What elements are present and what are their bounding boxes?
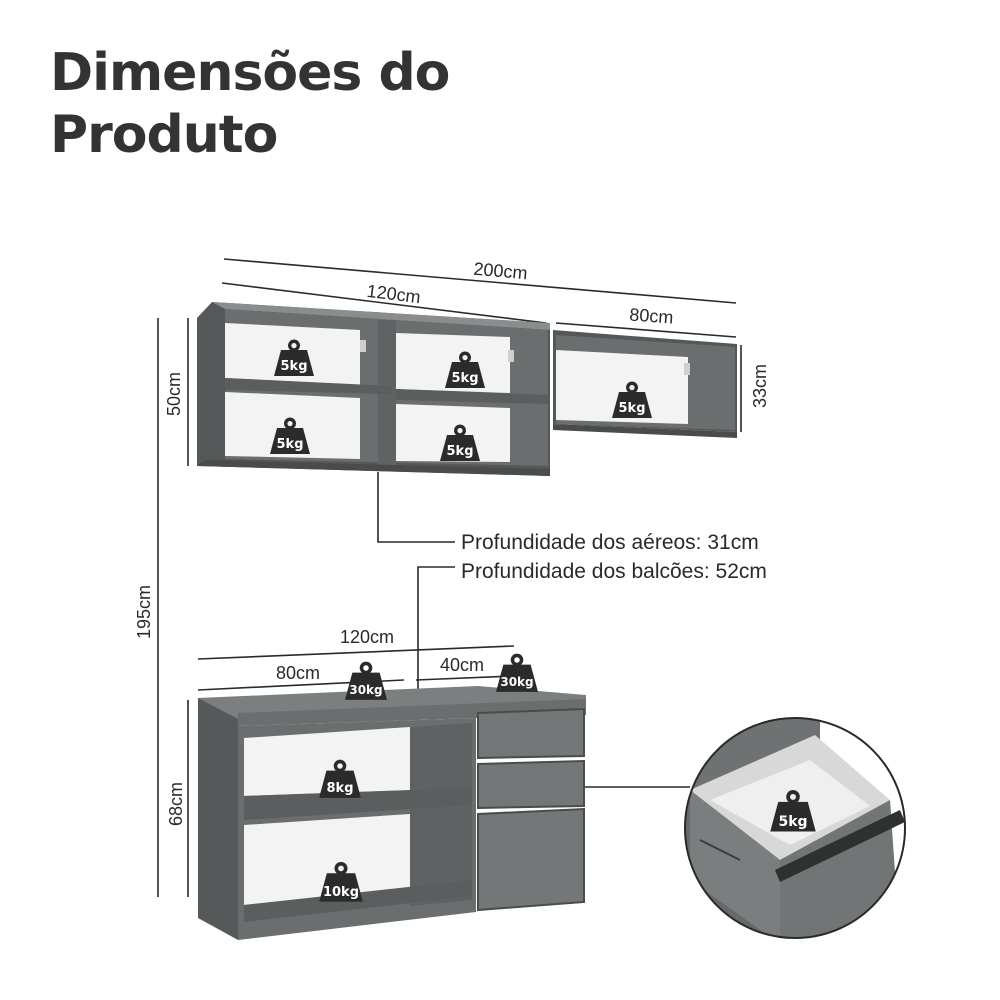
- kettlebell-icon: 5kg: [612, 381, 652, 418]
- base-right-width-line: [415, 675, 515, 681]
- upper-height-label: 50cm: [164, 372, 184, 416]
- upper-right-width-label: 80cm: [629, 305, 674, 328]
- kettlebell-icon: 5kg: [445, 351, 485, 388]
- weight-label: 8kg: [327, 781, 354, 796]
- weight-label: 5kg: [277, 437, 304, 452]
- weight-label: 5kg: [447, 444, 474, 459]
- kettlebell-icon: 10kg: [319, 861, 363, 902]
- kettlebell-icon: 5kg: [770, 789, 816, 832]
- kettlebell-icon: 5kg: [270, 417, 310, 454]
- base-left-width-label: 80cm: [276, 663, 320, 683]
- upper-cabinet-right: [553, 330, 737, 438]
- total-width-line: [223, 258, 737, 304]
- upper-right-height-label: 33cm: [750, 364, 770, 408]
- weight-label: 5kg: [619, 401, 646, 416]
- base-depth-leader: [417, 566, 455, 690]
- base-width-line: [197, 645, 515, 660]
- base-cabinet: [198, 686, 586, 940]
- upper-cabinet-left: [197, 302, 550, 476]
- title-line-1: Dimensões do: [50, 43, 450, 103]
- upper-depth-leader: [377, 472, 455, 543]
- total-width-label: 200cm: [473, 259, 529, 284]
- upper-left-width-line: [221, 282, 547, 324]
- weight-label: 10kg: [323, 885, 359, 900]
- detail-circle: [684, 717, 906, 939]
- title-line-2: Produto: [50, 105, 278, 165]
- base-width-label: 120cm: [340, 627, 394, 647]
- weight-label: 5kg: [452, 371, 479, 386]
- kettlebell-icon: 5kg: [440, 424, 480, 461]
- upper-right-width-line: [555, 322, 737, 338]
- kettlebell-icon: 5kg: [274, 339, 314, 376]
- kettlebell-icon: 30kg: [496, 653, 538, 692]
- base-depth-note: Profundidade dos balcões: 52cm: [461, 560, 767, 583]
- upper-left-width-label: 120cm: [366, 281, 422, 307]
- weight-label: 5kg: [281, 359, 308, 374]
- weight-label: 30kg: [349, 683, 382, 697]
- total-height-label: 195cm: [134, 585, 154, 639]
- base-right-width-label: 40cm: [440, 655, 484, 675]
- weight-label: 30kg: [500, 675, 533, 689]
- page-title: Dimensões do Produto: [50, 42, 450, 166]
- kettlebell-icon: 30kg: [345, 661, 387, 700]
- upper-depth-note: Profundidade dos aéreos: 31cm: [461, 531, 759, 554]
- weight-label: 5kg: [778, 814, 807, 830]
- base-height-label: 68cm: [166, 782, 186, 826]
- kettlebell-icon: 8kg: [319, 759, 361, 798]
